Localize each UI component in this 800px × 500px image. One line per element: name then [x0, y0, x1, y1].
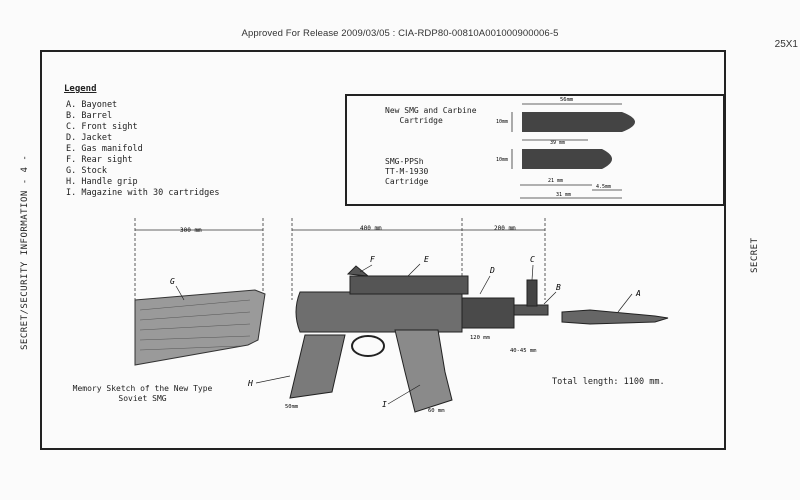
old-cartridge-drawing: [511, 149, 622, 199]
new-cartridge-drawing: [511, 103, 635, 141]
rear-sight-drawing: [346, 265, 370, 277]
total-length: Total length: 1100 mm.: [552, 377, 665, 387]
legend-item: D. Jacket: [66, 133, 113, 143]
callout-i: I: [382, 400, 387, 409]
dimension-lines: [134, 218, 546, 330]
callout-h: H: [247, 379, 253, 388]
new-cartridge-label: New SMG and Carbine Cartridge: [385, 106, 477, 125]
release-header: Approved For Release 2009/03/05 : CIA-RD…: [241, 28, 559, 39]
legend-item: G. Stock: [66, 166, 107, 176]
callout-d: D: [489, 266, 495, 275]
trigger-guard-drawing: [351, 335, 385, 357]
bayonet-drawing: [561, 309, 669, 325]
legend-title: Legend: [64, 84, 97, 94]
stock-drawing: [134, 289, 266, 366]
dim-top-left: 10mm: [496, 119, 508, 125]
dim-bottom-body: 21 mm: [548, 178, 563, 184]
dim-bottom-total: 31 mm: [556, 192, 571, 198]
dim-stock-label: 300 mm: [180, 227, 202, 234]
legend-item: C. Front sight: [66, 122, 138, 132]
legend-item: F. Rear sight: [66, 155, 133, 165]
dim-front-small-label: 40-45 mm: [510, 348, 537, 354]
legend-item: H. Handle grip: [66, 177, 138, 187]
legend-item: A. Bayonet: [66, 100, 118, 110]
dim-bottom-left: 10mm: [496, 157, 508, 163]
front-sight-drawing: [526, 279, 538, 307]
dim-barrel-label: 120 mm: [470, 335, 491, 341]
legend-list: A. Bayonet B. Barrel C. Front sight D. J…: [66, 100, 220, 199]
callout-g: G: [170, 277, 175, 286]
callout-f: F: [370, 255, 375, 264]
dim-mag-label: 60 mm: [428, 408, 445, 414]
dim-top-body: 39 mm: [550, 140, 565, 146]
page-code: 25X1: [774, 39, 798, 50]
cartridge-comparison-box: [345, 94, 725, 206]
sketch-caption: Memory Sketch of the New Type Soviet SMG: [72, 384, 213, 403]
callout-b: B: [556, 283, 561, 292]
callout-a: A: [635, 289, 641, 298]
magazine-drawing: [394, 329, 453, 413]
callout-c: C: [530, 255, 535, 264]
dim-top-total: 56mm: [560, 97, 574, 103]
dim-grip-label: 50mm: [285, 404, 299, 410]
dim-middle-label: 400 mm: [360, 225, 382, 232]
jacket-drawing: [461, 297, 515, 329]
dim-front-label: 200 mm: [494, 225, 516, 232]
gas-manifold-drawing: [349, 275, 469, 295]
document-frame: [40, 50, 726, 450]
dim-bottom-tip: 4.5mm: [596, 184, 611, 190]
callout-e: E: [424, 255, 429, 264]
legend-item: I. Magazine with 30 cartridges: [66, 188, 220, 198]
legend-item: B. Barrel: [66, 111, 113, 121]
receiver-drawing: [295, 291, 463, 333]
legend-item: E. Gas manifold: [66, 144, 143, 154]
grip-drawing: [289, 334, 346, 399]
old-cartridge-label: SMG-PPSh TT-M-1930 Cartridge: [385, 157, 429, 186]
